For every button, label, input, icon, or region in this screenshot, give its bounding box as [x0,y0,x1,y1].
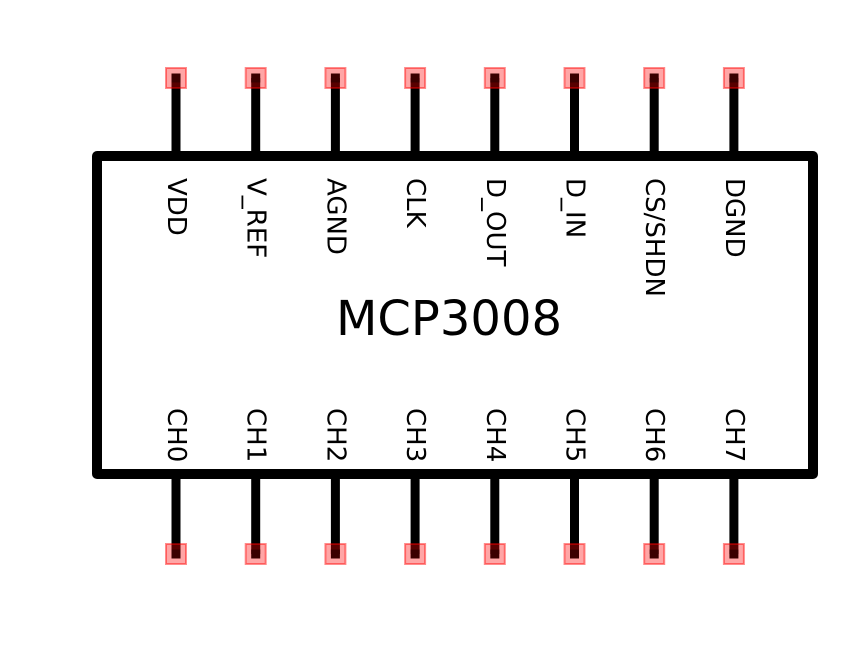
pin-endpoint-v-ref [251,73,261,83]
pin-endpoint-ch0 [171,549,181,559]
pin-endpoint-agnd [330,73,340,83]
pin-label-ch1: CH1 [241,408,271,462]
pin-label-ch0: CH0 [161,408,191,462]
pin-label-ch2: CH2 [320,408,350,462]
pin-label-vdd: VDD [161,178,191,236]
pin-endpoint-ch5 [570,549,579,559]
pin-label-agnd: AGND [320,178,350,255]
chip-title: MCP3008 [336,291,562,347]
pin-label-clk: CLK [400,178,430,229]
pin-label-d-in: D_IN [560,178,590,238]
pin-endpoint-dgnd [729,73,739,83]
pin-label-ch3: CH3 [400,408,430,462]
pin-endpoint-d-out [490,73,500,83]
pin-endpoint-ch3 [410,549,420,559]
labels-layer: VDD V_REF AGND CLK D_OUT D_IN CS/SHDN DGND CH0 CH… [161,178,749,462]
pins-layer [165,67,745,565]
pin-endpoint-cs-shdn [649,73,659,83]
pin-endpoint-clk [410,73,420,83]
pin-label-cs-shdn: CS/SHDN [639,178,669,297]
pin-label-ch5: CH5 [560,408,590,462]
pin-endpoint-vdd [171,73,181,83]
pin-endpoint-ch1 [251,549,261,559]
pin-label-dgnd: DGND [719,178,749,258]
pin-endpoint-ch2 [330,549,340,559]
chip-body [92,151,818,479]
pin-label-d-out: D_OUT [480,178,510,267]
pin-label-ch7: CH7 [719,408,749,462]
pin-label-v-ref: V_REF [241,178,271,258]
pin-endpoint-d-in [570,73,579,83]
pin-endpoint-ch7 [729,549,739,559]
pin-label-ch4: CH4 [480,408,510,462]
pin-endpoint-ch6 [649,549,659,559]
pin-label-ch6: CH6 [639,408,669,462]
pin-endpoint-ch4 [490,549,500,559]
